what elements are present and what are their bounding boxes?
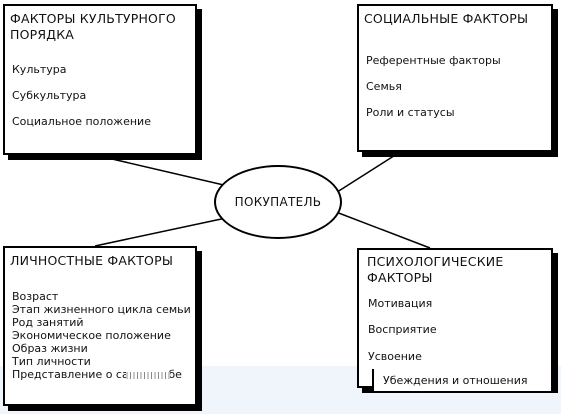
psych-item-beliefs: Убеждения и отношения [383,374,528,387]
social-item-roles: Роли и статусы [366,106,455,119]
cultural-factors-box: ФАКТОРЫ КУЛЬТУРНОГО ПОРЯДКА Культура Суб… [3,4,197,155]
social-title: СОЦИАЛЬНЫЕ ФАКТОРЫ [364,11,529,26]
connector-psych [335,211,431,249]
buyer-label: ПОКУПАТЕЛЬ [234,195,322,209]
personal-item-life-cycle: Этап жизненного цикла семьи [12,303,191,316]
cultural-title-line1: ФАКТОРЫ КУЛЬТУРНОГО [10,11,176,26]
psychological-factors-box: ПСИХОЛОГИЧЕСКИЕ ФАКТОРЫ Мотивация Воспри… [357,248,553,388]
personal-item-lifestyle: Образ жизни [12,342,88,355]
cultural-item-culture: Культура [12,63,67,76]
cultural-title-line2: ПОРЯДКА [10,27,75,42]
personal-title: ЛИЧНОСТНЫЕ ФАКТОРЫ [10,253,174,268]
personal-item-occupation: Род занятий [12,316,84,329]
cultural-item-subculture: Субкультура [12,89,87,102]
personal-item-economic: Экономическое положение [12,329,171,342]
psych-item-perception: Восприятие [368,323,437,336]
scan-noise [126,372,170,379]
social-item-reference-groups: Референтные факторы [366,54,501,67]
psych-title-line2: ФАКТОРЫ [367,270,433,285]
personal-item-age: Возраст [12,290,59,303]
psych-item-motivation: Мотивация [368,297,433,310]
connector-cultural [94,154,229,187]
connector-social [333,151,401,195]
social-factors-box: СОЦИАЛЬНЫЕ ФАКТОРЫ Референтные факторы С… [357,4,553,152]
personal-factors-box: ЛИЧНОСТНЫЕ ФАКТОРЫ Возраст Этап жизненно… [3,246,197,406]
buyer-ellipse: ПОКУПАТЕЛЬ [214,165,342,239]
personal-item-personality: Тип личности [12,355,91,368]
psych-item-learning: Усвоение [368,350,422,363]
psych-item-beliefs-strip: Убеждения и отношения [372,369,553,393]
cultural-item-social-status: Социальное положение [12,115,151,128]
psych-title-line1: ПСИХОЛОГИЧЕСКИЕ [367,254,504,269]
connector-personal [94,217,227,247]
social-item-family: Семья [366,80,402,93]
